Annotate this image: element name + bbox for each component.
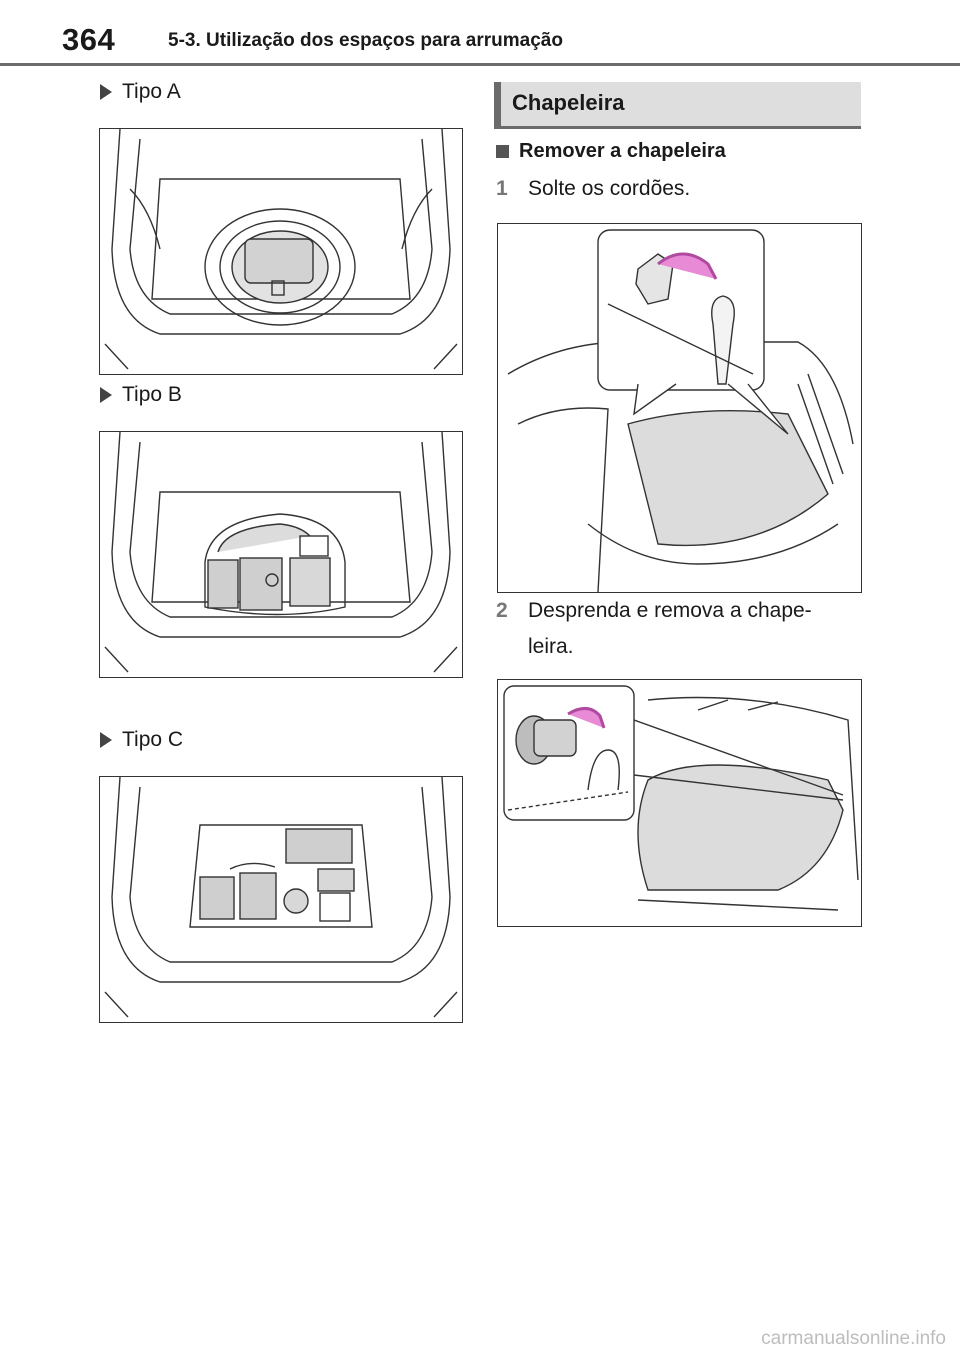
trunk-type-c-illustration [104,777,458,1018]
step-1: 1 Solte os cordões. [496,172,866,208]
type-b-label: Tipo B [100,383,182,407]
subsection-heading: Remover a chapeleira [496,140,726,163]
bullet-triangle-icon [100,387,112,403]
figure-type-b [99,431,463,678]
page-header: 364 5-3. Utilização dos espaços para arr… [0,0,960,66]
release-cords-illustration [507,229,854,592]
bullet-triangle-icon [100,732,112,748]
type-c-label: Tipo C [100,728,183,752]
figure-step-1 [497,223,862,593]
trunk-type-a-illustration [104,129,458,370]
figure-type-a [99,128,463,375]
header-rule [0,63,960,66]
step-2-number: 2 [496,599,508,622]
square-bullet-icon [496,145,509,158]
type-a-label: Tipo A [100,80,181,104]
figure-type-c [99,776,463,1023]
trunk-type-b-illustration [104,432,458,673]
type-b-text: Tipo B [122,383,182,406]
page-number: 364 [62,22,116,57]
type-c-text: Tipo C [122,728,184,751]
step-1-text: Solte os cordões. [528,177,691,200]
remove-shelf-illustration [503,685,859,911]
subsection-text: Remover a chapeleira [519,140,726,162]
type-a-text: Tipo A [122,80,181,103]
figure-step-2 [497,679,862,927]
section-title: 5-3. Utilização dos espaços para arrumaç… [168,30,563,51]
chapeleira-title: Chapeleira [512,90,625,115]
step-2-text-line1: Desprenda e remova a chape- [528,599,812,622]
watermark: carmanualsonline.info [761,1328,946,1349]
section-accent [494,82,501,126]
bullet-triangle-icon [100,84,112,100]
step-1-number: 1 [496,177,508,200]
chapeleira-section-bar: Chapeleira [494,82,861,129]
step-2: 2 Desprenda e remova a chape- leira. [496,594,866,666]
step-2-text-line2: leira. [528,635,574,658]
